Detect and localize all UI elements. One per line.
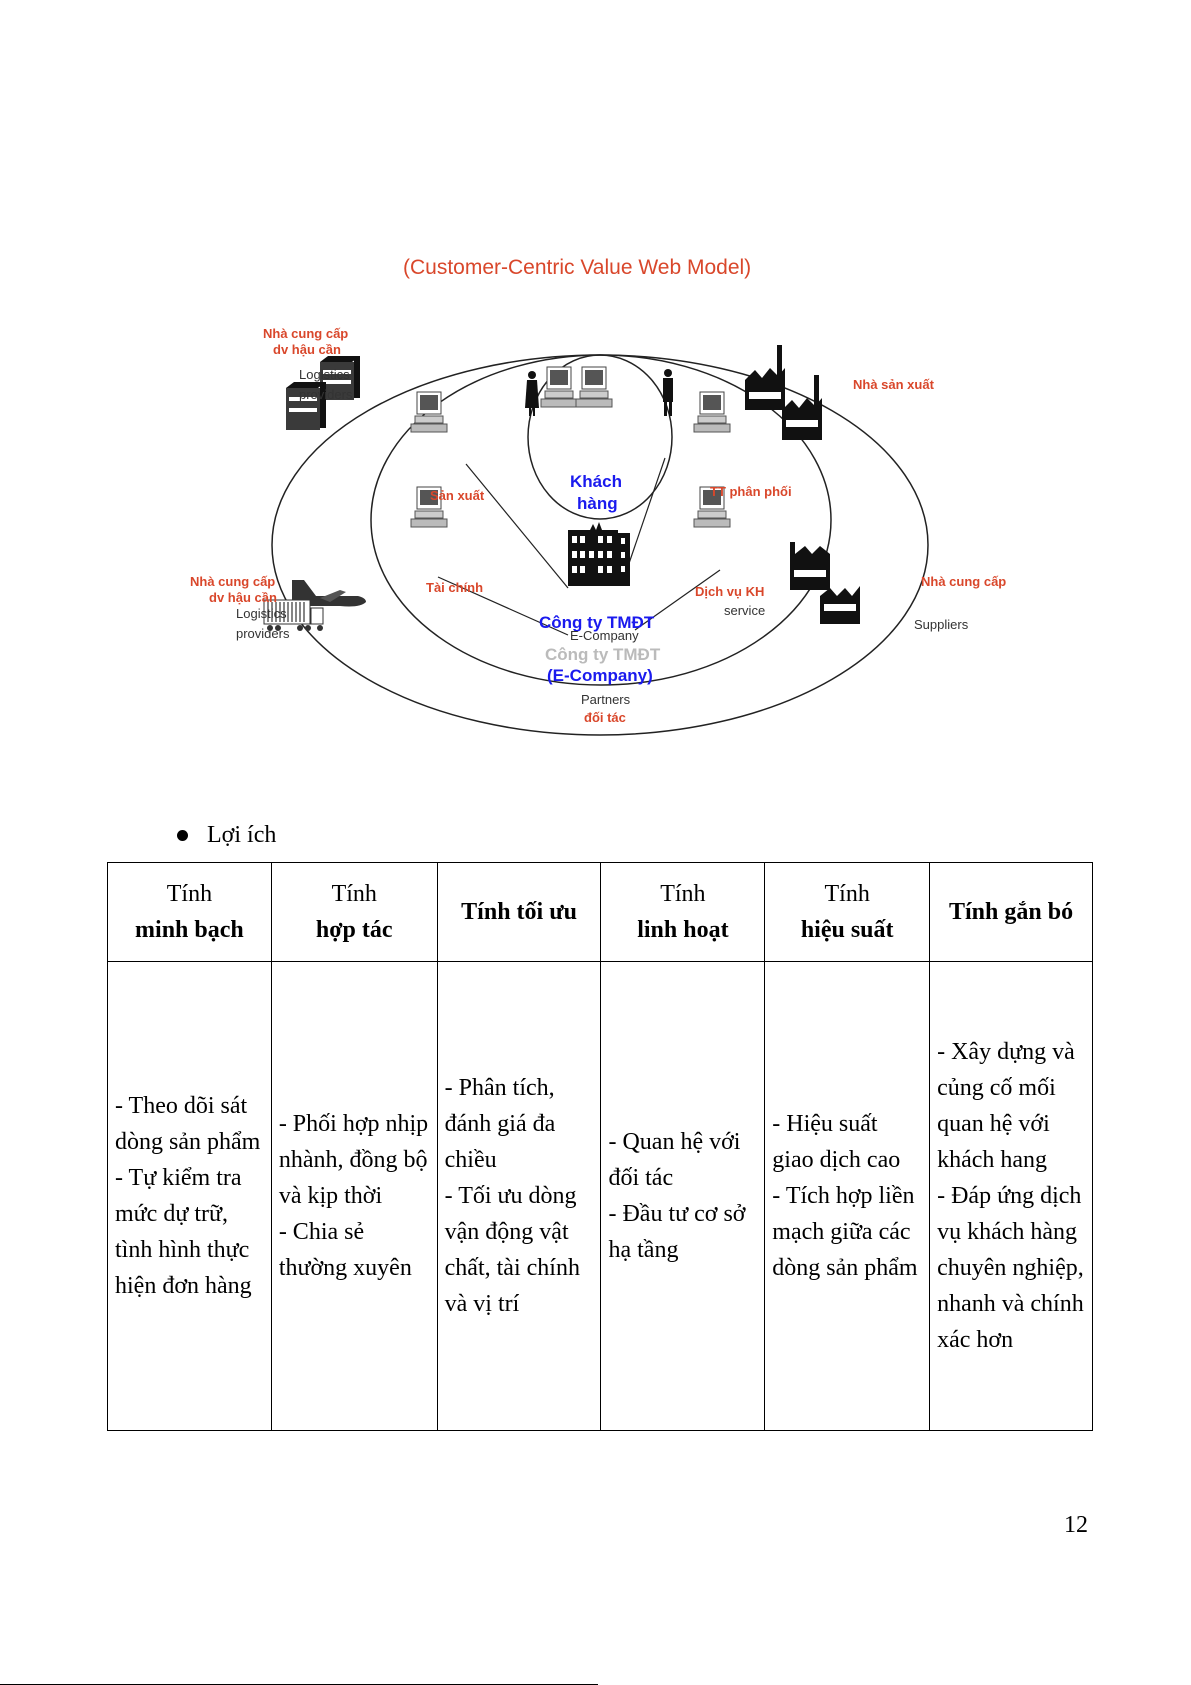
connector-line xyxy=(465,463,569,589)
label-logistics-top-vi-1: Nhà cung cấp xyxy=(263,326,349,341)
table-cell: - Xây dựng và củng cố mối quan hệ với kh… xyxy=(929,961,1093,1431)
label-logistics-bottom-vi-2: dv hậu cần xyxy=(209,590,277,605)
label-logistics-bottom-en-1: Logistics xyxy=(236,606,287,621)
diagram-graphics xyxy=(263,345,929,736)
label-ecompany-paren: (E-Company) xyxy=(547,666,653,685)
label-customer-1: Khách xyxy=(570,472,622,491)
label-manufacturer: Nhà sản xuất xyxy=(853,377,934,392)
diagram-title: (Customer-Centric Value Web Model) xyxy=(403,256,752,279)
table-row: - Theo dõi sát dòng sản phẩm- Tự kiểm tr… xyxy=(107,961,1093,1431)
value-web-diagram: (Customer-Centric Value Web Model) Nhà c… xyxy=(180,240,1040,740)
factory-icon xyxy=(782,375,822,440)
table-cell: - Theo dõi sát dòng sản phẩm- Tự kiểm tr… xyxy=(107,961,272,1431)
label-logistics-bottom-en-2: providers xyxy=(236,626,290,641)
label-supplier-en: Suppliers xyxy=(914,617,969,632)
factory-icon xyxy=(790,542,830,590)
label-customer-service: Dịch vụ KH xyxy=(695,584,765,599)
connector-line xyxy=(623,457,666,579)
computer-icon xyxy=(693,486,731,528)
label-partners-vi: đối tác xyxy=(584,710,626,725)
label-customer-2: hàng xyxy=(577,494,618,513)
label-logistics-bottom-vi-1: Nhà cung cấp xyxy=(190,574,276,589)
label-logistics-top-vi-2: dv hậu cần xyxy=(273,342,341,357)
table-cell: - Hiệu suất giao dịch cao- Tích hợp liền… xyxy=(764,961,931,1431)
benefits-bullet: Lợi ích xyxy=(177,822,276,849)
person-icon xyxy=(663,369,673,416)
truck-icon xyxy=(263,599,324,631)
table-cell: - Phối hợp nhịp nhành, đồng bộ và kịp th… xyxy=(270,961,438,1431)
office-building-icon xyxy=(568,522,630,586)
computer-icon xyxy=(410,391,448,433)
page-number: 12 xyxy=(1064,1512,1088,1538)
table-header: Tính tối ưu xyxy=(436,862,602,962)
person-icon xyxy=(525,371,539,416)
computer-icon xyxy=(540,366,578,408)
connector-line xyxy=(437,576,569,636)
computer-icon xyxy=(693,391,731,433)
computer-icon xyxy=(575,366,613,408)
label-finance: Tài chính xyxy=(426,580,484,595)
label-ecompany-vi: Công ty TMĐT xyxy=(539,613,655,632)
table-cell: - Quan hệ với đối tác- Đầu tư cơ sở hạ t… xyxy=(600,961,766,1431)
label-ecompany-vi-gray: Công ty TMĐT xyxy=(545,645,661,664)
warehouse-icon xyxy=(286,382,326,430)
label-logistics-top-en-2: providers xyxy=(299,387,353,402)
benefits-heading: Lợi ích xyxy=(207,822,277,848)
label-distribution: TT phân phối xyxy=(710,484,792,499)
customer-ellipse xyxy=(527,354,673,520)
computer-icon xyxy=(410,486,448,528)
table-header: Tính gắn bó xyxy=(929,862,1093,962)
bullet-dot-icon xyxy=(177,830,188,841)
warehouse-icon xyxy=(320,356,360,400)
label-logistics-top-en-1: Logistics xyxy=(299,367,350,382)
label-production: Sản xuất xyxy=(430,488,485,503)
factory-icon xyxy=(820,586,860,624)
connector-line xyxy=(634,569,721,631)
label-supplier-vi: Nhà cung cấp xyxy=(921,574,1007,589)
table-cell: - Phân tích, đánh giá đa chiều- Tối ưu d… xyxy=(436,961,602,1431)
label-service-en: service xyxy=(724,603,766,618)
factory-icon xyxy=(745,345,785,410)
label-ecompany-en: E-Company xyxy=(570,628,639,643)
label-partners-en: Partners xyxy=(581,692,631,707)
